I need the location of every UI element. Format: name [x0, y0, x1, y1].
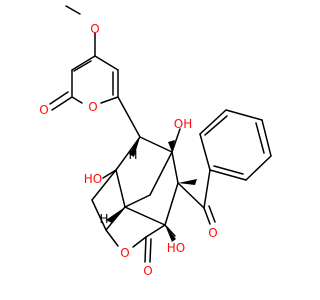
lactone-carbonyl-bond: [144, 236, 147, 263]
phenyl-bond: [199, 109, 227, 135]
lactone-bond: [105, 229, 119, 247]
pyranone-bond: [71, 96, 83, 104]
wedge-bond: [129, 137, 140, 157]
methoxy-oxygen-label: O: [90, 22, 99, 36]
lactone-bond: [132, 236, 147, 248]
phenyl-bond: [225, 109, 263, 121]
cage-bond: [91, 199, 107, 231]
pyranone-carbonyl-oxygen-label: O: [39, 103, 48, 117]
stereo-hydrogen-label: H: [99, 212, 108, 226]
phenyl-double-bond: [213, 165, 244, 175]
benzoyl-bond: [203, 169, 211, 209]
cage-bond: [149, 151, 173, 196]
pyranone-bond: [94, 55, 119, 71]
phenyl-bond: [199, 133, 211, 171]
phenyl-bond: [261, 119, 272, 157]
pyranone-double-bond: [73, 60, 92, 72]
phenyl-bond: [245, 155, 272, 181]
bottom-hydroxyl-label: HO: [167, 241, 185, 255]
wedge-bond: [106, 207, 125, 223]
carbonyl-double-bond: [49, 91, 69, 105]
molecule-structure: O O O OH HO O O O HO H H: [39, 5, 272, 278]
cage-bond: [124, 206, 166, 226]
cage-bond: [115, 136, 141, 171]
ketone-bond: [203, 207, 211, 225]
phenyl-double-bond: [204, 115, 228, 136]
pyranone-ring-oxygen-label: O: [88, 100, 97, 114]
cage-bond: [171, 151, 179, 184]
benzoyl-bond: [177, 182, 205, 209]
cage-bond: [139, 136, 173, 153]
cage-bond: [115, 169, 126, 208]
wedge-bond: [165, 225, 176, 242]
linker-bond: [117, 96, 141, 138]
lactone-carbonyl-oxygen-label: O: [143, 264, 152, 278]
lactone-bond: [145, 224, 166, 238]
phenyl-bond: [209, 169, 247, 181]
pyranone-bond: [71, 55, 96, 71]
carbonyl-bond: [51, 96, 73, 111]
lactone-oxygen-label: O: [120, 246, 129, 260]
benzoyl-oxygen-label: O: [208, 226, 217, 240]
stereo-hydrogen-label: H: [128, 148, 137, 162]
lactone-carbonyl-double-bond: [149, 238, 152, 263]
cage-bond: [91, 169, 117, 201]
oh-bond: [102, 169, 117, 179]
ketone-double-bond: [208, 205, 216, 223]
wedge-bond: [178, 179, 197, 185]
wedge-bond: [168, 140, 175, 152]
oh-bond: [171, 128, 181, 153]
methyl-bond: [65, 5, 81, 15]
top-hydroxyl-label: OH: [174, 117, 192, 131]
pyranone-bond: [100, 96, 119, 104]
phenyl-double-bond: [255, 122, 265, 154]
cage-bond: [124, 194, 151, 208]
cage-bond: [164, 182, 179, 226]
oh-bond: [164, 224, 176, 237]
left-hydroxyl-label: HO: [84, 172, 102, 186]
